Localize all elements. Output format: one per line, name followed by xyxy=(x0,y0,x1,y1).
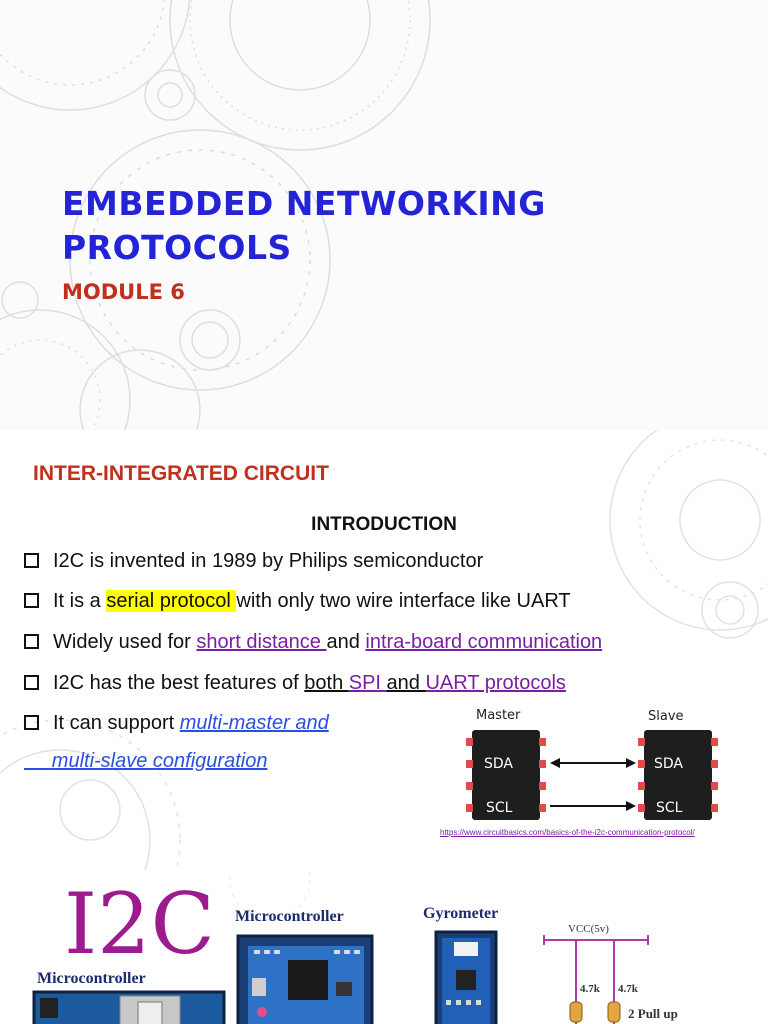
pull-up-label: 2 Pull up xyxy=(628,1006,678,1021)
checkbox-bullet-icon xyxy=(24,634,39,649)
slave-sda-label: SDA xyxy=(654,756,683,772)
slave-scl-label: SCL xyxy=(656,800,683,816)
bullet-text: It is a xyxy=(53,590,107,612)
gyrometer-sensor-image xyxy=(434,930,498,1024)
master-chip: SDA SCL xyxy=(466,730,546,820)
resistor-1-label: 4.7k xyxy=(580,983,601,995)
vcc-label: VCC(5v) xyxy=(568,923,609,935)
link-multi-slave[interactable]: multi-slave configuration xyxy=(51,750,268,772)
highlighted-text: serial protocol xyxy=(106,590,237,612)
i2c-logo-text: I2C xyxy=(64,875,215,973)
link-intra-board-communication[interactable]: intra-board communication xyxy=(365,631,603,653)
slide-introduction: INTER-INTEGRATED CIRCUIT INTRODUCTION I2… xyxy=(0,430,768,870)
slide-title: EMBEDDED NETWORKING PROTOCOLS MODULE 6 xyxy=(0,0,768,430)
bullet-text: Widely used for xyxy=(53,631,197,653)
bullet-text: I2C is invented in 1989 by Philips semic… xyxy=(53,550,484,572)
bullet-text: both xyxy=(304,672,349,694)
link-short-distance[interactable]: short distance xyxy=(196,631,327,653)
slave-label: Slave xyxy=(648,709,684,724)
slave-chip: SDA SCL xyxy=(638,730,718,820)
checkbox-bullet-icon xyxy=(24,593,39,608)
sda-bidirectional-arrow xyxy=(550,758,636,768)
pull-up-resistor-schematic: VCC(5v) 4.7k 4.7k 2 Pull up xyxy=(543,923,678,1024)
module-subtitle: MODULE 6 xyxy=(62,280,185,304)
presentation-title: EMBEDDED NETWORKING PROTOCOLS xyxy=(62,182,546,270)
bullet-continuation: multi-slave configuration xyxy=(24,750,268,773)
label-microcontroller-center: Microcontroller xyxy=(235,908,344,925)
checkbox-bullet-icon xyxy=(24,553,39,568)
link-multi-master[interactable]: multi-master and xyxy=(179,712,329,734)
slide-title: INTER-INTEGRATED CIRCUIT xyxy=(33,462,329,485)
checkbox-bullet-icon xyxy=(24,675,39,690)
label-microcontroller-left: Microcontroller xyxy=(37,970,146,987)
bullet-text: It can support xyxy=(53,712,180,734)
scl-arrow xyxy=(550,801,636,811)
label-gyrometer: Gyrometer xyxy=(423,905,499,922)
link-uart-protocols[interactable]: UART protocols xyxy=(425,672,566,694)
bullet-item: It can support multi-master and xyxy=(24,710,329,736)
bullet-text: and xyxy=(326,631,366,653)
i2c-master-slave-diagram: Master Slave SDA SCL SDA SCL xyxy=(466,708,718,820)
checkbox-bullet-icon xyxy=(24,715,39,730)
title-line-1: EMBEDDED NETWORKING xyxy=(62,184,546,223)
microcontroller-board-center-image xyxy=(236,934,374,1024)
bullet-item: I2C has the best features of both SPI an… xyxy=(24,670,566,696)
bullet-item: Widely used for short distance and intra… xyxy=(24,629,602,655)
bullet-text: with only two wire interface like UART xyxy=(236,590,571,612)
section-heading: INTRODUCTION xyxy=(311,514,457,535)
master-sda-label: SDA xyxy=(484,756,513,772)
bullet-text: and xyxy=(386,672,426,694)
master-scl-label: SCL xyxy=(486,800,513,816)
microcontroller-board-image xyxy=(32,990,226,1024)
master-label: Master xyxy=(476,708,521,723)
bullet-item: It is a serial protocol with only two wi… xyxy=(24,588,571,614)
bullet-item: I2C is invented in 1989 by Philips semic… xyxy=(24,548,483,574)
link-spi[interactable]: SPI xyxy=(348,672,387,694)
slide-i2c-hardware: I2C Microcontroller Microcontroller Gyro… xyxy=(0,870,768,1024)
resistor-2-label: 4.7k xyxy=(618,983,639,995)
source-link[interactable]: https://www.circuitbasics.com/basics-of-… xyxy=(440,828,695,837)
bullet-text: I2C has the best features of xyxy=(53,672,305,694)
title-line-2: PROTOCOLS xyxy=(62,228,292,267)
